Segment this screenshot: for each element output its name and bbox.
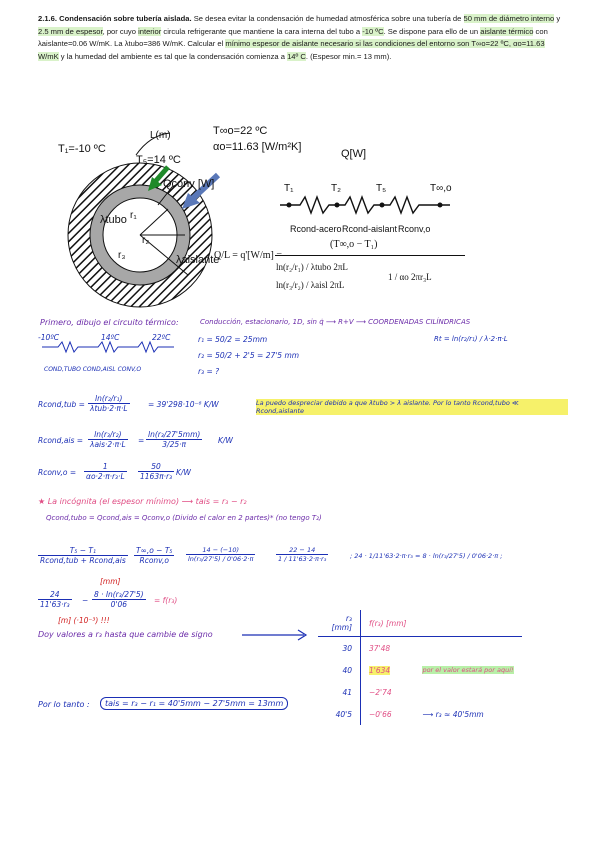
r2-label: r₂	[142, 235, 150, 246]
eq-c: 14 − (−10)ln(r₃/27'5) / 0'06·2·π	[186, 546, 256, 563]
rcondais-frac2: ln(r₃/27'5mm)3/25·π	[146, 430, 203, 449]
thermal-circuit	[280, 195, 450, 215]
doy-arrow	[242, 629, 308, 641]
note-r2: r₂ = 50/2 + 2'5 = 27'5 mm	[198, 351, 300, 360]
r1-label: r₁	[130, 210, 137, 221]
note-doy-valores: Doy valores a r₃ hasta que cambie de sig…	[38, 630, 213, 639]
circuit-node-t1: T₁	[284, 183, 294, 194]
note-conduccion: Conducción, estacionario, 1D, sin q̇ ⟶ R…	[200, 318, 471, 326]
formula-numerator: (T∞,o − T₁)	[330, 239, 378, 250]
circuit-node-t2: T₂	[331, 183, 341, 194]
note-step1: Primero, dibujo el circuito térmico:	[40, 318, 179, 327]
r3-table: r₃ [mm] f(r₃) [mm] 30 37'48 40 1'634 por…	[318, 610, 522, 725]
circuit-res-3: Rconv,o	[398, 224, 431, 234]
note-q-equal: Qcond,tubo = Qcond,ais = Qconv,o (Divido…	[46, 514, 322, 522]
rcondais-lhs: Rcond,ais =	[38, 436, 84, 445]
table-header-r3: r₃ [mm]	[318, 610, 361, 637]
formula-denominator-3: 1 / αo 2πr₃L	[388, 272, 432, 282]
t5-label: T₅=14 ºC	[136, 154, 181, 166]
lambda-aislante-label: λaislante	[176, 254, 220, 266]
rcondais-frac: ln(r₃/r₂)λais·2·π·L	[88, 430, 128, 449]
rcondtub-frac: ln(r₂/r₁)λtub·2·π·L	[88, 394, 130, 413]
formula-denominator-2: ln(r₃/r₂) / λaisl 2πL	[276, 280, 345, 290]
t1-label: T₁=-10 ºC	[58, 143, 106, 155]
table-row: 40'5 −0'66 ⟶ r₃ ≈ 40'5mm	[318, 703, 522, 725]
circuit-res-1: Rcond-acero	[290, 224, 342, 234]
pipe-diagram	[67, 132, 221, 308]
circuit-node-tinf: T∞,o	[430, 183, 452, 194]
hand-circuit-t-left: -10ºC	[38, 333, 60, 342]
formula-denominator-1: ln(r₂/r₁) / λtubo 2πL	[276, 262, 348, 272]
note-mm: [mm]	[100, 577, 121, 586]
tinf-label: T∞o=22 ºC	[213, 125, 268, 137]
rcondais-unit: K/W	[218, 436, 233, 445]
note-m-factor: [m] (·10⁻³) !!!	[58, 616, 110, 625]
final-result: tais = r₃ − r₁ = 40'5mm − 27'5mm = 13mm	[100, 697, 289, 710]
r3-label: r₃	[118, 250, 126, 261]
hand-circuit-labels: COND,TUBO COND,AISL CONV,O	[44, 366, 142, 373]
problem-statement: 2.1.6. Condensación sobre tubería aislad…	[38, 14, 561, 61]
alpha-label: αo=11.63 [W/m²K]	[213, 141, 302, 153]
f-frac2: 8 · ln(r₃/27'5)0'06	[92, 590, 146, 609]
table-header: r₃ [mm] f(r₃) [mm]	[318, 610, 522, 637]
qconv-label: Qconv [W]	[163, 178, 215, 190]
rcondtub-value: = 39'298·10⁻⁶ K/W	[148, 400, 219, 409]
flow-arrow	[152, 165, 170, 185]
formula-bar	[275, 255, 465, 256]
problem-title: 2.1.6. Condensación sobre tubería aislad…	[38, 14, 192, 23]
table-row: 30 37'48	[318, 636, 522, 659]
note-r1: r₁ = 50/2 = 25mm	[198, 335, 268, 344]
hand-circuit-22: 22ºC	[152, 333, 171, 342]
hand-circuit-14: 14ºC	[101, 333, 120, 342]
table-row: 40 1'634 por el valor estará por aquí!	[318, 659, 522, 681]
f-minus: −	[82, 596, 89, 605]
circuit-node-t5: T₅	[376, 183, 387, 194]
note-r3: r₃ = ?	[198, 367, 220, 376]
q-label: Q[W]	[341, 148, 367, 160]
table-header-f: f(r₃) [mm]	[360, 610, 415, 637]
rconv-unit: K/W	[176, 468, 191, 477]
final-lhs: Por lo tanto :	[38, 700, 90, 709]
lambda-tubo-label: λtubo	[100, 214, 127, 226]
formula-lhs: Q/L = q'[W/m] =	[214, 250, 282, 261]
note-incognita: ★ La incógnita (el espesor mínimo) ⟶ tai…	[38, 497, 247, 506]
note-despreciar: La puedo despreciar debido a que λtubo >…	[256, 399, 568, 415]
rconv-lhs: Rconv,o =	[38, 468, 77, 477]
note-rt: Rt = ln(r₂/r₁) / λ·2·π·L	[434, 335, 508, 343]
table-row: 41 −2'74	[318, 681, 522, 703]
rcondtub-lhs: Rcond,tub =	[38, 400, 85, 409]
length-label: L(m)	[150, 130, 171, 141]
hand-circuit	[42, 340, 174, 354]
convection-arrow	[187, 172, 221, 204]
circuit-res-2: Rcond-aislant	[342, 224, 398, 234]
f-result: = f(r₃)	[154, 596, 178, 605]
rcondais-eq: =	[138, 436, 145, 445]
eq-e: ; 24 · 1/11'63·2·π·r₃ = 8 · ln(r₃/27'5) …	[350, 552, 503, 560]
